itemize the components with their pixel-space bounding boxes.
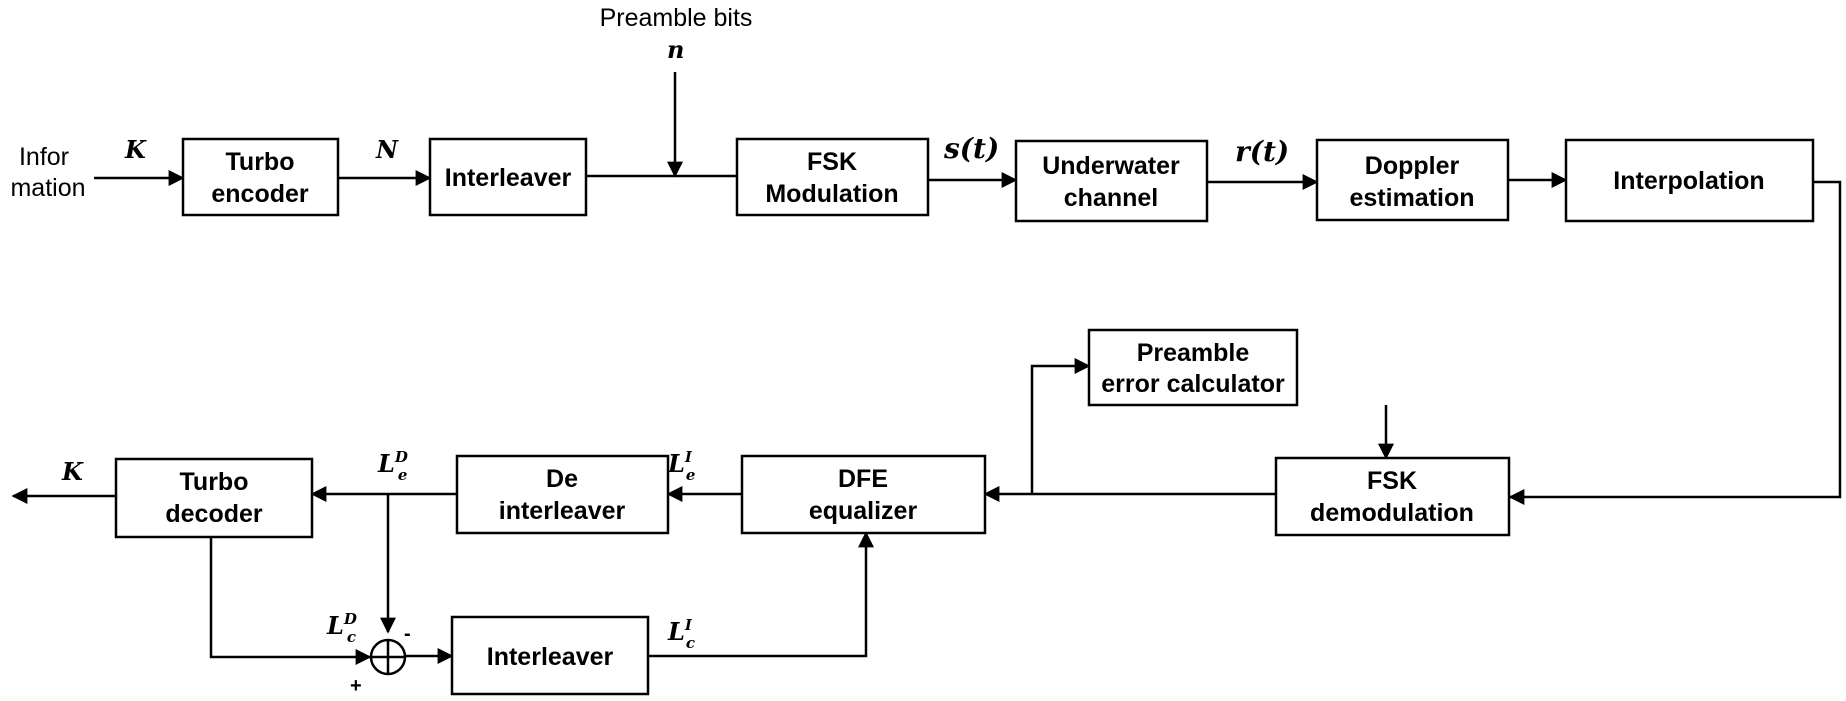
wire-interpolation-to-demod xyxy=(1508,180,1842,505)
de-interleaver-line-2: interleaver xyxy=(499,497,626,525)
wire-decoder-to-adder xyxy=(209,537,372,665)
de-interleaver-line-1: De xyxy=(546,465,578,493)
fsk-modulation-line-2: Modulation xyxy=(765,180,898,208)
underwater-channel-line-2: channel xyxy=(1064,184,1158,212)
symbol-n-preamble: n xyxy=(667,35,684,64)
doppler-estimation-block: Doppler estimation xyxy=(1315,138,1510,222)
fsk-demodulation-line-1: FSK xyxy=(1367,467,1417,495)
underwater-channel-line-1: Underwater xyxy=(1042,152,1180,180)
symbol-r-of-t: r(t) xyxy=(1235,135,1289,168)
interleaver-top-block: Interleaver xyxy=(428,137,588,217)
preamble-error-calculator-block: Preamble error calculator xyxy=(1087,328,1299,407)
dfe-equalizer-line-1: DFE xyxy=(838,465,888,493)
preamble-bits-label: Preamble bits xyxy=(600,4,753,32)
doppler-estimation-line-2: estimation xyxy=(1349,184,1474,212)
symbol-k-input: K xyxy=(124,135,147,164)
interleaver-top-label: Interleaver xyxy=(445,164,572,192)
wire-interleaver-to-dfe xyxy=(648,531,874,658)
doppler-estimation-line-1: Doppler xyxy=(1365,152,1460,180)
preamble-calc-line-2: error calculator xyxy=(1101,370,1285,398)
adder-icon xyxy=(369,638,407,676)
interleaver-bottom-label: Interleaver xyxy=(487,643,614,671)
dfe-equalizer-line-2: equalizer xyxy=(809,497,918,525)
symbol-s-of-t: s(t) xyxy=(943,132,999,165)
fsk-demodulation-line-2: demodulation xyxy=(1310,499,1474,527)
turbo-decoder-line-2: decoder xyxy=(165,500,263,528)
underwater-channel-block: Underwater channel xyxy=(1014,139,1209,223)
adder-minus-sign: - xyxy=(404,623,411,645)
fsk-demodulation-block: FSK demodulation xyxy=(1274,456,1511,537)
turbo-encoder-block: Turbo encoder xyxy=(181,137,340,217)
wire-branch-to-preamble-calc xyxy=(1030,358,1091,494)
information-label-line-1: Infor xyxy=(19,143,69,171)
fsk-modulation-line-1: FSK xyxy=(807,148,857,176)
de-interleaver-block: De interleaver xyxy=(455,454,670,535)
interleaver-bottom-block: Interleaver xyxy=(450,615,650,696)
dfe-equalizer-block: DFE equalizer xyxy=(740,454,987,535)
symbol-n-upper: N xyxy=(375,135,399,164)
turbo-encoder-line-1: Turbo xyxy=(226,148,295,176)
interpolation-block: Interpolation xyxy=(1564,138,1815,223)
turbo-decoder-line-1: Turbo xyxy=(180,468,249,496)
adder-plus-sign: + xyxy=(350,675,362,697)
turbo-decoder-block: Turbo decoder xyxy=(114,457,314,539)
interpolation-label: Interpolation xyxy=(1613,167,1764,195)
symbol-k-output: K xyxy=(61,457,84,486)
information-label-line-2: mation xyxy=(10,174,85,202)
turbo-encoder-line-2: encoder xyxy=(211,180,309,208)
fsk-modulation-block: FSK Modulation xyxy=(735,137,930,217)
preamble-calc-line-1: Preamble xyxy=(1137,339,1250,367)
